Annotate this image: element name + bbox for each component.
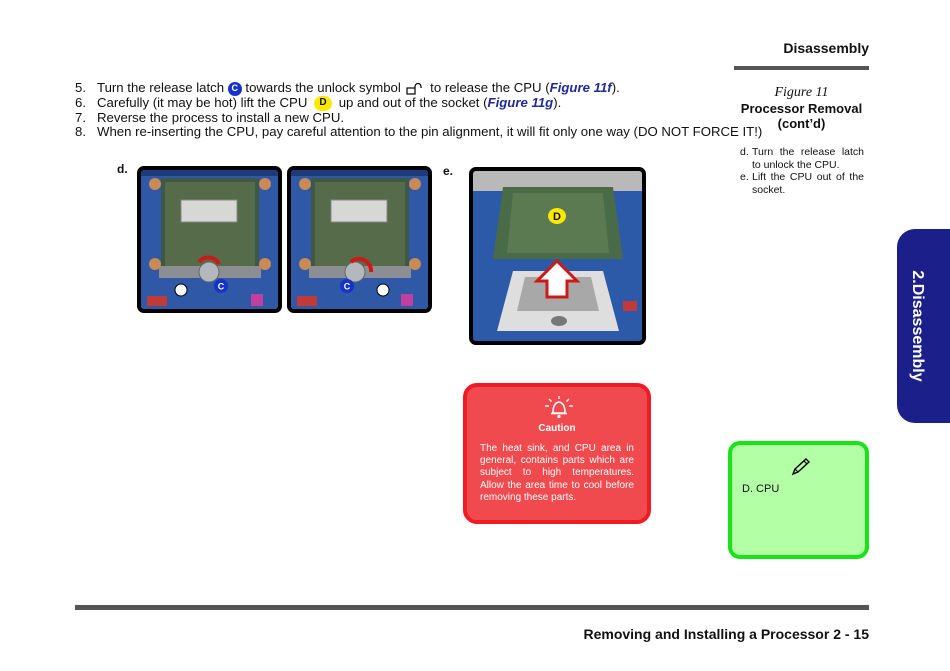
pencil-icon (791, 458, 811, 476)
figure-caption: Figure 11 Processor Removal (cont’d) (734, 85, 869, 131)
chapter-tab[interactable] (897, 229, 950, 423)
header-rule (734, 66, 869, 70)
figure-ref-11g[interactable]: Figure 11g (487, 94, 554, 110)
figure-title: Figure 11 (774, 85, 829, 100)
step-7: 7. Reverse the process to install a new … (75, 109, 345, 125)
section-header: Disassembly (783, 40, 869, 56)
photo-e-cpu-lifted: D (469, 167, 646, 345)
figure-notes: d. Turn the release latch to unlock the … (740, 146, 864, 196)
footer-rule (75, 605, 869, 610)
figure-ref-11f[interactable]: Figure 11f (549, 80, 612, 95)
photo-d-latch-open: C (287, 166, 432, 313)
note-box-text: D. CPU (742, 483, 780, 495)
caution-text: The heat sink, and CPU area in general, … (480, 443, 634, 503)
figure-note-d: d. Turn the release latch to unlock the … (740, 146, 864, 171)
callout-d-label: D (553, 211, 561, 223)
unlock-icon (406, 82, 423, 95)
figure-subtitle: Processor Removal (740, 101, 863, 116)
photo-d-latch-closed: C (137, 166, 282, 313)
step-6: 6. Carefully (it may be hot) lift the CP… (75, 94, 562, 111)
callout-c-badge: C (227, 81, 242, 96)
photo-label-d: d. (117, 162, 128, 176)
cpu-lift-illustration: D (473, 171, 642, 341)
step-8: 8. When re-inserting the CPU, pay carefu… (75, 124, 763, 140)
step-5: 5. Turn the release latch C towards the … (75, 80, 620, 96)
note-box: D. CPU (728, 441, 869, 559)
figure-subtitle-cont: (cont’d) (777, 116, 826, 131)
cpu-socket-illustration: C (141, 170, 278, 309)
chapter-tab-label: 2.Disassembly (909, 270, 926, 382)
callout-c-label: C (344, 282, 351, 292)
figure-note-e: e. Lift the CPU out of the socket. (740, 171, 864, 196)
caution-bell-icon (545, 396, 573, 419)
callout-c-label: C (218, 282, 225, 292)
caution-title: Caution (538, 423, 576, 434)
footer-title: Removing and Installing a Processor 2 - … (583, 626, 869, 642)
callout-d-badge: D (314, 95, 333, 111)
caution-box: Caution The heat sink, and CPU area in g… (463, 383, 651, 524)
steps-list: 5. Turn the release latch C towards the … (75, 80, 763, 140)
photo-label-e: e. (443, 164, 454, 178)
cpu-socket-illustration: C (291, 170, 428, 309)
